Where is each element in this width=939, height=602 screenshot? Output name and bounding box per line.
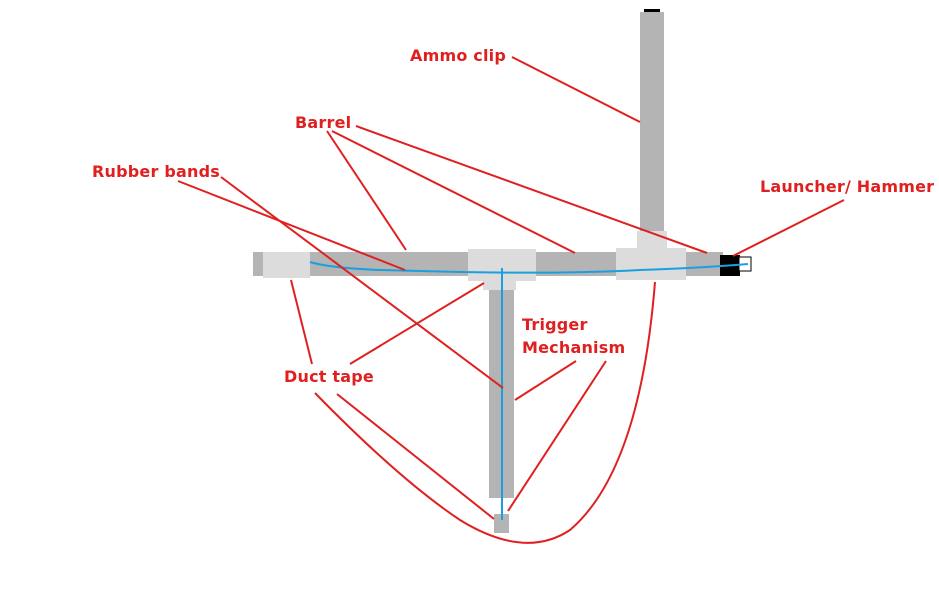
leader-barrel-2 [331,130,576,254]
leader-launcher [732,199,845,257]
label-launcher-hammer: Launcher/ Hammer [760,177,934,196]
label-duct-tape: Duct tape [284,367,374,386]
leader-duct-tape-center [349,282,485,365]
label-ammo-clip: Ammo clip [410,46,506,65]
ammo-clip-cap [644,9,660,12]
ammo-clip-pipe [640,12,664,254]
leader-ammo-clip [511,56,641,123]
leader-trigger-2 [507,360,607,512]
duct-tape-center-lower [483,276,516,290]
label-rubber-bands: Rubber bands [92,162,220,181]
leader-lines [177,56,845,544]
label-barrel: Barrel [295,113,351,132]
rubber-band-horizontal [309,261,749,274]
leader-duct-tape-loop [290,279,656,544]
duct-tape-right [616,248,686,280]
label-trigger: Trigger [522,315,588,334]
label-mechanism: Mechanism [522,338,625,357]
leader-rubber-bands-2 [220,176,504,389]
leader-duct-tape-bottom [336,393,495,520]
duct-tape-left [263,252,310,278]
leader-barrel-1 [326,130,407,251]
leader-trigger-1 [514,360,577,401]
leader-barrel-3 [355,125,708,254]
trigger-end-block [494,514,509,533]
leader-rubber-bands-1 [177,180,406,271]
